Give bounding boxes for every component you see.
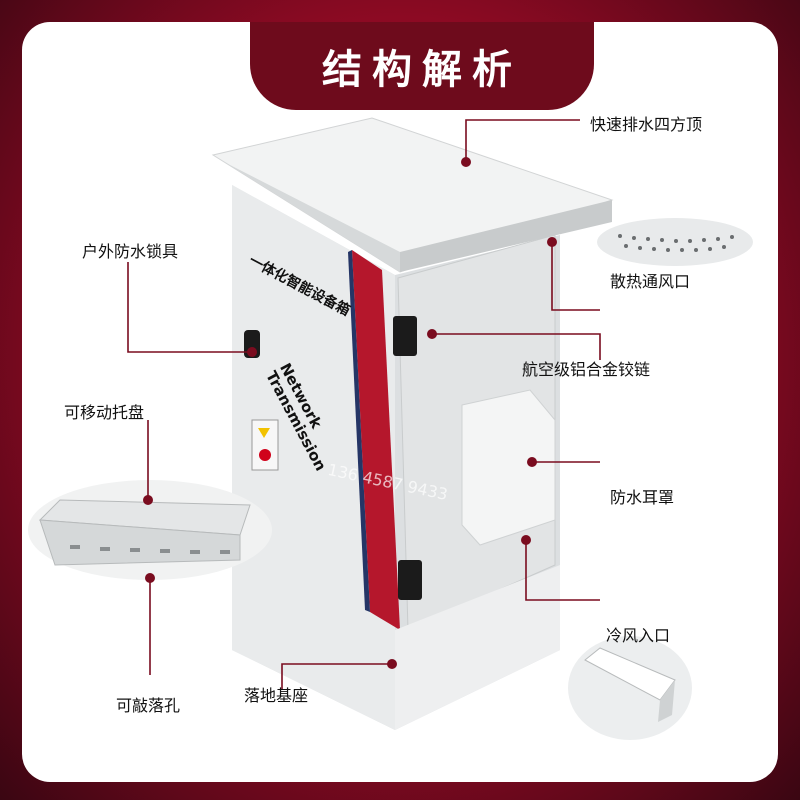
label-vent: 散热通风口 bbox=[610, 272, 691, 291]
roof-front-edge bbox=[400, 200, 612, 272]
blue-stripe bbox=[348, 250, 370, 612]
label-drain-roof: 快速排水四方顶 bbox=[590, 115, 703, 134]
roof-edge bbox=[213, 155, 400, 272]
label-rain-ear: 防水耳罩 bbox=[610, 488, 675, 507]
label-hinge: 航空级铝合金铰链 bbox=[522, 360, 651, 379]
hinge-top bbox=[393, 316, 417, 356]
label-lock: 户外防水锁具 bbox=[82, 242, 179, 261]
red-stripe bbox=[352, 250, 400, 630]
leader-dots bbox=[143, 157, 557, 669]
warning-circle bbox=[259, 449, 271, 461]
vent-holes bbox=[618, 234, 734, 252]
warning-label bbox=[251, 419, 279, 471]
floor-base-front bbox=[395, 565, 560, 730]
page-title: 结构解析 bbox=[322, 47, 522, 93]
air-inlet-louver-side bbox=[658, 680, 675, 722]
leader-lines bbox=[127, 119, 601, 690]
title-banner: 结构解析 bbox=[250, 22, 594, 110]
warning-triangle bbox=[258, 428, 270, 438]
label-knockout: 可敲落孔 bbox=[116, 696, 181, 715]
label-floor-base: 落地基座 bbox=[244, 686, 309, 705]
tray-knockouts bbox=[70, 545, 230, 554]
rain-ear bbox=[461, 389, 556, 546]
label-air-inlet: 冷风入口 bbox=[606, 626, 671, 645]
hinge-bottom bbox=[398, 560, 422, 600]
label-tray: 可移动托盘 bbox=[64, 403, 145, 422]
